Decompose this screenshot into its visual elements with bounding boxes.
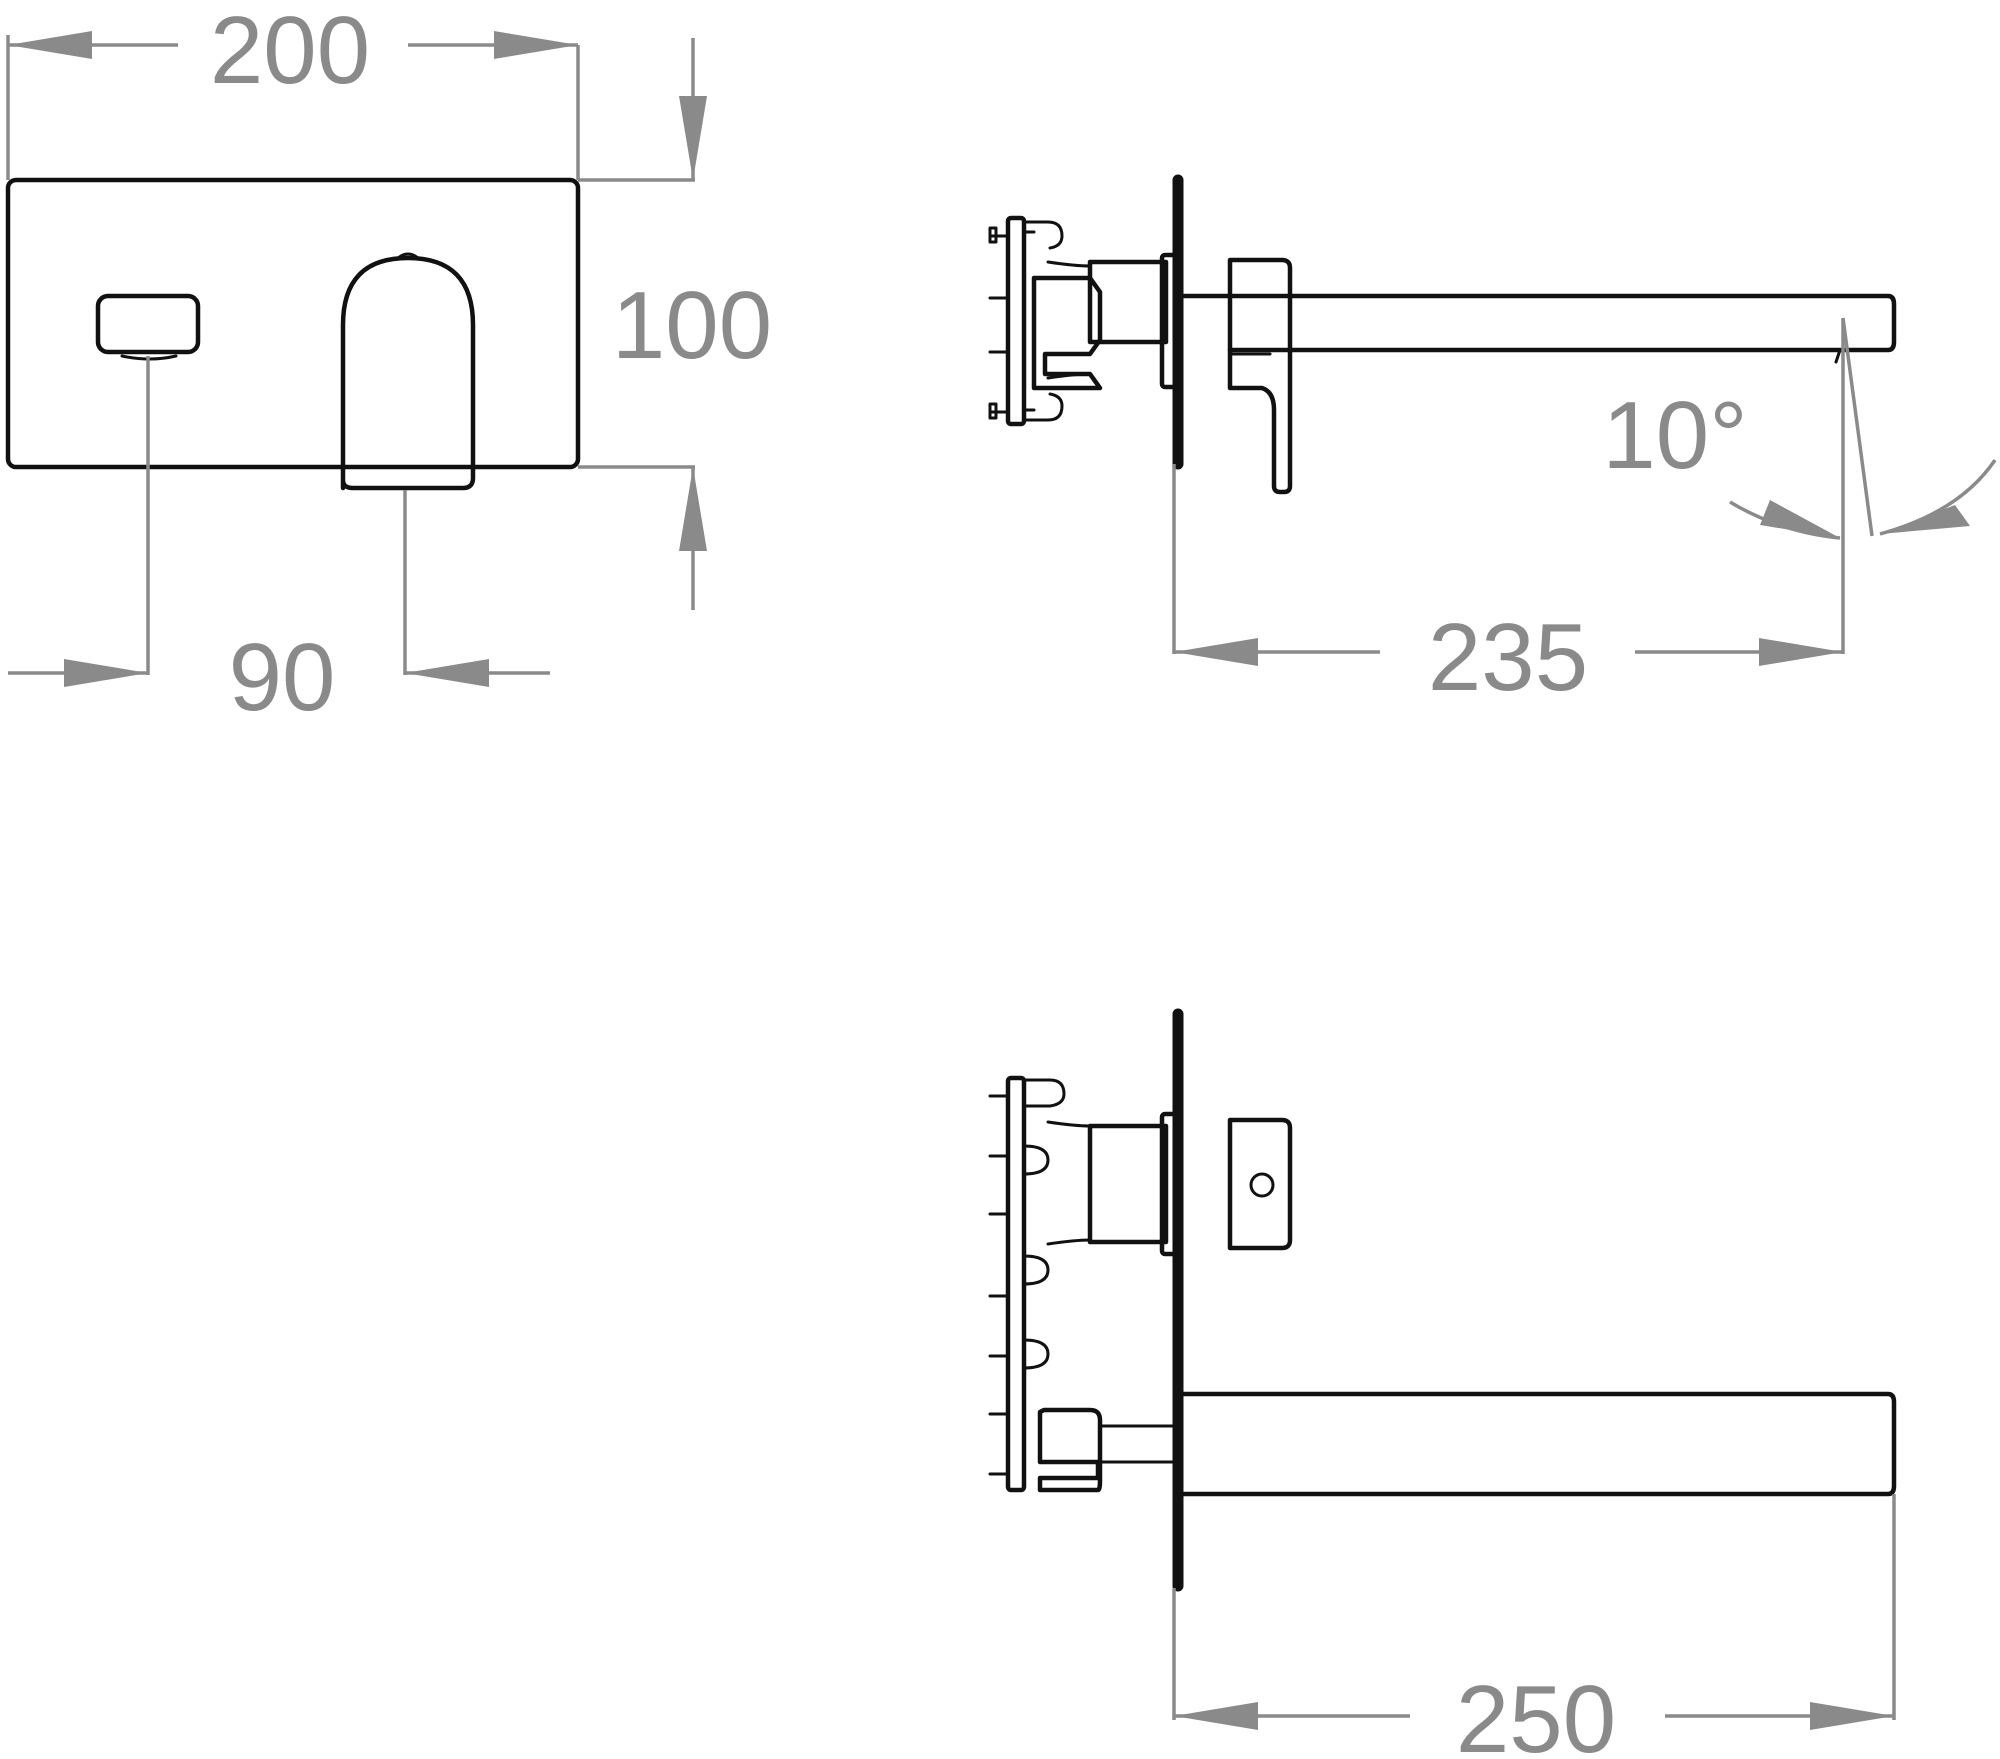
arrow-head [1759,638,1843,666]
valve-connector [1046,260,1092,268]
arrow-head [1174,1702,1258,1730]
arrow-head [679,96,707,180]
cartridge-collar [1159,1111,1179,1257]
arrow-head [8,31,92,59]
mixer-lever-plan [1227,1117,1293,1251]
side-view [988,174,1897,495]
valve-connector [1046,372,1092,380]
dimension-label-90: 90 [229,624,336,731]
dimension-spout-length: 250 [1172,1494,1896,1759]
arrow-head [679,467,707,551]
valve-lug [1022,1254,1050,1286]
arrow-head [1810,1702,1894,1730]
arrow-head [405,659,489,687]
dimension-spout-projection: 235 [1172,318,1845,711]
dimension-outlet-spacing: 90 [8,356,550,731]
valve-connector [1046,1120,1092,1128]
arrow-head [1880,505,1970,534]
valve-lug [1022,1144,1050,1176]
plan-view [988,1008,1897,1592]
mixer-lever-side [1227,257,1293,495]
lever-pivot [1249,1172,1275,1198]
dimension-plate-height: 100 [578,38,772,610]
dimension-plate-width: 200 [6,0,580,180]
cartridge-body [1087,1123,1169,1245]
mixer-lever-front [340,255,476,491]
dimension-label-10deg: 10° [1602,382,1747,489]
spout-plan [1181,1391,1897,1497]
valve-bracket-top [1022,220,1064,250]
spout-outlet [95,293,201,355]
arrow-head [1760,500,1840,538]
valve-frame [1005,1075,1027,1493]
valve-lug [1022,1338,1050,1370]
valve-frame [1005,215,1027,427]
dimension-label-200: 200 [210,0,370,104]
front-view [5,177,581,491]
valve-bracket-bottom [1022,392,1064,422]
cartridge-collar [1159,252,1179,390]
dimension-label-235: 235 [1428,604,1588,711]
arrow-head [64,659,148,687]
arrow-head [494,31,578,59]
dimension-label-100: 100 [612,272,772,379]
valve-connector [1046,1238,1092,1246]
dimension-spout-angle: 10° [1602,317,1997,540]
mixer-lever-top [396,252,420,260]
cartridge-body [1087,259,1169,345]
valve-lug [1022,1078,1066,1108]
wall-plate [5,177,581,470]
dimension-label-250: 250 [1456,1666,1616,1759]
valve-core [1031,275,1103,391]
spout-connector [1037,1407,1103,1493]
spout-side [1181,293,1897,353]
arrow-head [1174,638,1258,666]
spout-aerator [1834,348,1842,364]
